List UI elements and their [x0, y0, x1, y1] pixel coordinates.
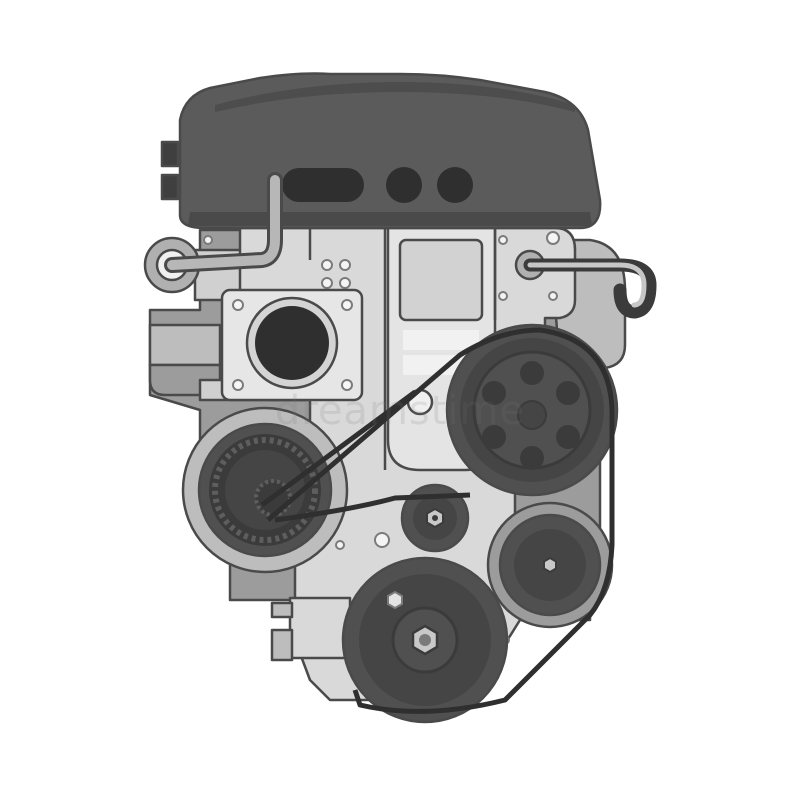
left-pipe — [143, 172, 283, 294]
idler-pulley — [400, 483, 470, 553]
alternator-pulley — [486, 501, 614, 629]
water-pump-pulley — [445, 323, 619, 497]
right-pipe — [514, 249, 657, 319]
lower-bracket — [270, 596, 352, 662]
timing-gear — [181, 406, 349, 574]
engine-cover — [160, 72, 602, 230]
drive-belt — [260, 327, 615, 714]
intake-port — [220, 288, 364, 402]
hex-bolt — [387, 590, 403, 610]
crank-pulley — [341, 556, 509, 724]
